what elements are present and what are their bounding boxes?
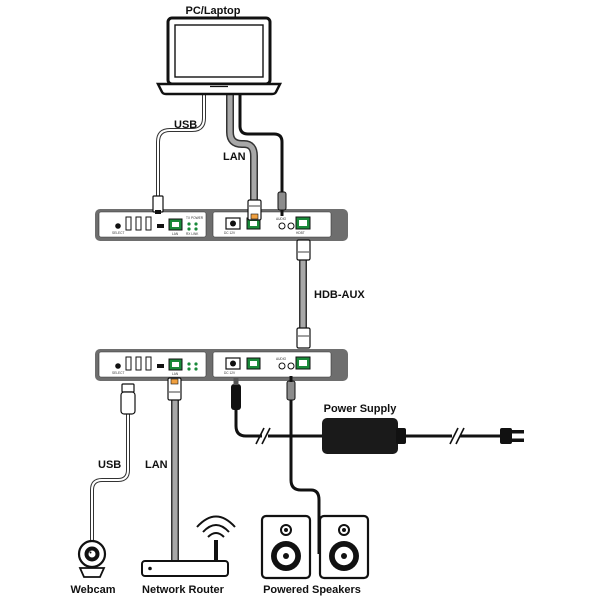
top-rx-link-text: RX LINK bbox=[186, 232, 199, 236]
rj45-plug-bottom-lan bbox=[167, 377, 182, 401]
top-dc-port bbox=[225, 217, 241, 230]
bottom-select-text: SELECT bbox=[112, 371, 124, 375]
top-tx-power-text: TX POWER bbox=[186, 216, 204, 220]
usb-bottom-label: USB bbox=[98, 459, 121, 471]
bottom-hdbt-port bbox=[295, 356, 311, 370]
top-usb-ports bbox=[125, 216, 152, 231]
bottom-select-button bbox=[115, 363, 121, 369]
top-hdbt-text: HDBT bbox=[296, 231, 305, 235]
bottom-usb-ports bbox=[125, 356, 152, 371]
audio-plug-top bbox=[277, 191, 287, 216]
powered-speakers-label: Powered Speakers bbox=[263, 584, 361, 596]
usb-plug-bottom bbox=[120, 383, 136, 415]
pc-laptop-label: PC/Laptop bbox=[186, 5, 241, 17]
audio-plug-bottom bbox=[286, 376, 296, 401]
speaker-right-icon bbox=[318, 514, 370, 580]
top-lan-text-left: LAN bbox=[172, 232, 179, 236]
bottom-lan-port-left bbox=[168, 358, 183, 371]
top-select-text: SELECT bbox=[112, 231, 124, 235]
usb-cable-top bbox=[156, 88, 206, 200]
audio-cable-top bbox=[238, 88, 284, 196]
power-supply-label: Power Supply bbox=[324, 403, 398, 415]
power-cable bbox=[234, 410, 506, 438]
webcam-icon bbox=[77, 539, 107, 578]
bottom-mini-usb-port bbox=[157, 364, 164, 368]
top-hdbt-port bbox=[295, 216, 311, 230]
bottom-dc-text: DC 12V bbox=[224, 371, 236, 375]
laptop-icon bbox=[155, 16, 283, 96]
bottom-lan-port-right bbox=[246, 357, 261, 370]
network-router-label: Network Router bbox=[142, 584, 225, 596]
bottom-status-leds bbox=[187, 362, 198, 371]
rj45-plug-hdbt-bottom bbox=[296, 327, 311, 349]
speaker-left-icon bbox=[260, 514, 312, 580]
top-status-leds bbox=[187, 222, 198, 231]
dc-plug-bottom bbox=[231, 378, 241, 410]
top-audio-text: AUDIO bbox=[276, 217, 287, 221]
bottom-lan-text-left: LAN bbox=[172, 372, 179, 376]
webcam-label: Webcam bbox=[70, 584, 115, 596]
power-supply-icon bbox=[322, 418, 524, 454]
usb-plug-top bbox=[152, 195, 164, 214]
bottom-audio-text: AUDIO bbox=[276, 357, 287, 361]
top-dc-text: DC 12V bbox=[224, 231, 236, 235]
top-select-button bbox=[115, 223, 121, 229]
lan-top-label: LAN bbox=[223, 151, 246, 163]
hdb-aux-label: HDB-AUX bbox=[314, 289, 365, 301]
lan-cable-top bbox=[226, 88, 258, 205]
lan-bottom-label: LAN bbox=[145, 459, 168, 471]
top-audio-jacks bbox=[278, 222, 295, 230]
usb-cable-bottom bbox=[90, 414, 130, 548]
top-lan-port-left bbox=[168, 218, 183, 231]
bottom-dc-port bbox=[225, 357, 241, 370]
cable-break-marks bbox=[255, 427, 465, 445]
bottom-audio-jacks bbox=[278, 362, 295, 370]
usb-top-label: USB bbox=[174, 119, 197, 131]
network-router-icon bbox=[141, 515, 236, 577]
rj45-plug-top-lan bbox=[247, 199, 262, 221]
rj45-plug-hdbt-top bbox=[296, 239, 311, 261]
audio-cable-bottom bbox=[289, 400, 321, 554]
top-mini-usb-port bbox=[157, 224, 164, 228]
